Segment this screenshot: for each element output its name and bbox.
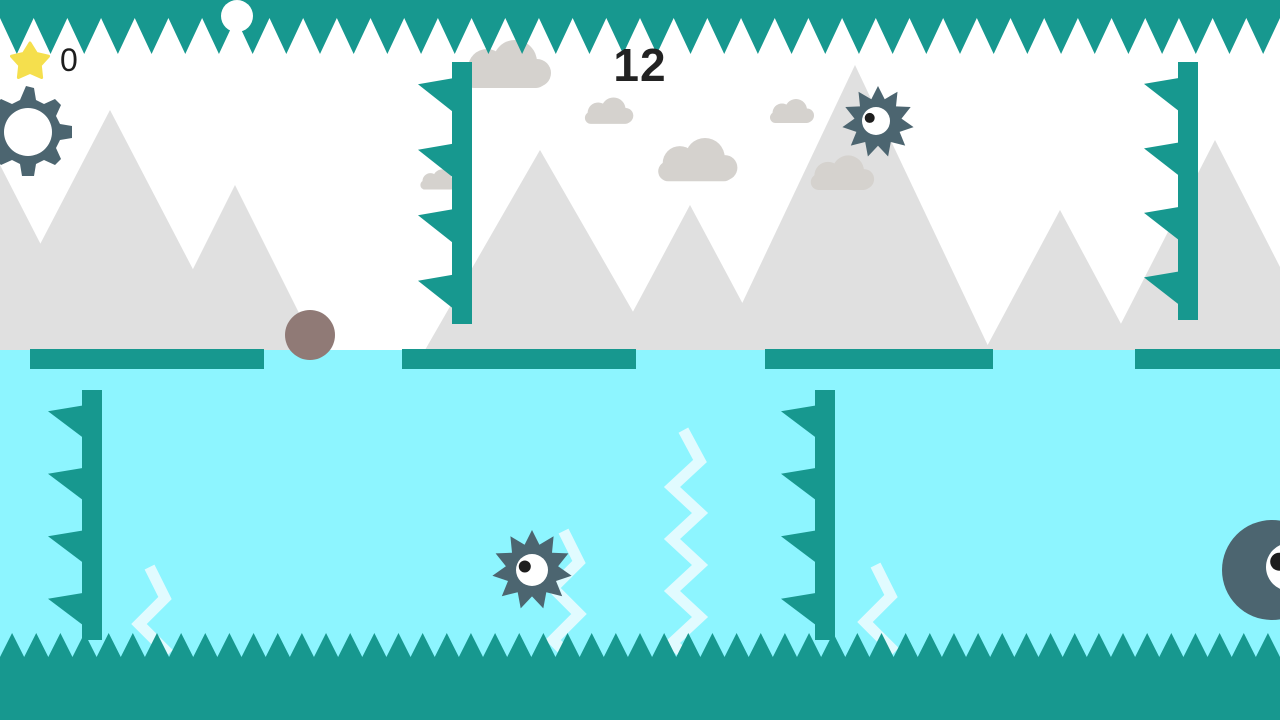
spike-wall-water-1 xyxy=(48,390,102,640)
ball-peeking-top xyxy=(221,0,253,32)
top-spike-band xyxy=(0,0,1280,54)
gear-icon[interactable] xyxy=(0,78,80,186)
star-icon xyxy=(10,41,50,79)
spike-wall-water-2 xyxy=(781,390,835,640)
mountain-4 xyxy=(425,150,655,350)
cloud-2 xyxy=(584,97,634,124)
player-ball xyxy=(285,310,335,360)
spiky-enemy-water xyxy=(492,530,572,609)
mountain-2 xyxy=(152,185,318,350)
score-display: 12 xyxy=(613,39,667,91)
platform-4 xyxy=(1135,349,1280,369)
platform-1 xyxy=(30,349,264,369)
bubble-trail-2 xyxy=(545,528,587,674)
cloud-3 xyxy=(658,138,738,182)
platform-3 xyxy=(765,349,993,369)
star-count-label: 0 xyxy=(60,42,78,78)
cloud-4 xyxy=(770,99,814,123)
cloud-1 xyxy=(463,40,551,88)
mountain-5 xyxy=(612,205,768,350)
bottom-spike-band xyxy=(0,633,1280,720)
spike-wall-air-2 xyxy=(1144,62,1198,320)
spike-wall-air-1 xyxy=(418,62,472,324)
mountain-3 xyxy=(0,165,95,350)
platform-2 xyxy=(402,349,636,369)
round-enemy-right xyxy=(1222,520,1280,620)
mountain-6 xyxy=(720,65,990,350)
bubble-trail-3 xyxy=(663,427,709,677)
star-counter: 0 xyxy=(10,40,78,80)
mountain-8 xyxy=(985,210,1135,350)
spiky-enemy-air xyxy=(842,86,914,157)
cloud-5 xyxy=(810,155,875,190)
